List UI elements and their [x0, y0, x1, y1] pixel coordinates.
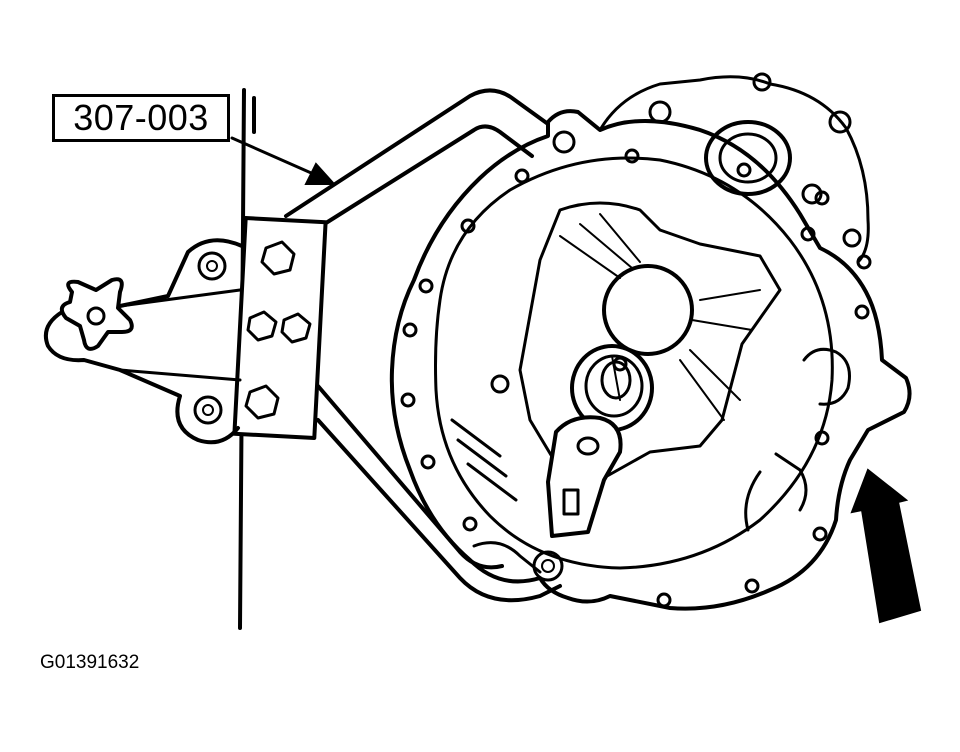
- rear-case-upper: [598, 75, 870, 264]
- release-fingers: [559, 213, 761, 421]
- fixture-upper-arm-inner: [316, 124, 534, 230]
- housing-pocket-right: [802, 347, 851, 406]
- input-shaft-hub: [602, 264, 694, 356]
- input-shaft-tip: [612, 356, 628, 372]
- transaxle-housing-inner-rim: [434, 156, 834, 570]
- flange-bolt-holes: [400, 130, 870, 608]
- case-bosses: [648, 72, 872, 270]
- fixture-lower-arm-inner: [316, 384, 504, 570]
- leader-arrow-icon: [230, 136, 320, 178]
- fork-pivot: [576, 436, 600, 456]
- input-shaft-spline: [600, 360, 632, 400]
- star-knob: [59, 277, 134, 351]
- housing-boss-left: [490, 374, 510, 394]
- direction-arrow-icon: [850, 468, 922, 624]
- housing-lower-bracket: [472, 541, 542, 574]
- release-fork: [546, 415, 623, 538]
- fixture-upper-arm: [284, 88, 550, 218]
- fixture-mounting-arm: [43, 238, 244, 445]
- star-knob-hub: [86, 306, 106, 326]
- output-seal-inner: [718, 132, 778, 184]
- clutch-housing-pocket: [518, 201, 782, 482]
- housing-right-lobe: [744, 452, 808, 532]
- fixture-base-bolts: [244, 240, 312, 420]
- fixture-mounting-arm-inner: [118, 288, 242, 382]
- housing-rib-left: [450, 418, 518, 502]
- release-bearing-ring: [584, 354, 644, 418]
- mount-bolt-upper-center: [206, 260, 218, 272]
- mount-bolt-lower: [193, 395, 223, 425]
- mount-bolt-lower-center: [202, 404, 214, 416]
- lower-dowel-center: [541, 559, 555, 573]
- output-seal-boss: [704, 120, 792, 196]
- figure-id: G01391632: [40, 652, 140, 673]
- fixture-lower-arm: [316, 418, 562, 603]
- transaxle-housing-flange: [389, 109, 912, 611]
- leader-arrowhead: [304, 162, 337, 185]
- fixture-base-plate: [232, 216, 328, 440]
- fork-slot: [562, 488, 580, 516]
- mount-bolt-upper: [197, 251, 227, 281]
- tool-callout-label: 307-003: [52, 94, 230, 142]
